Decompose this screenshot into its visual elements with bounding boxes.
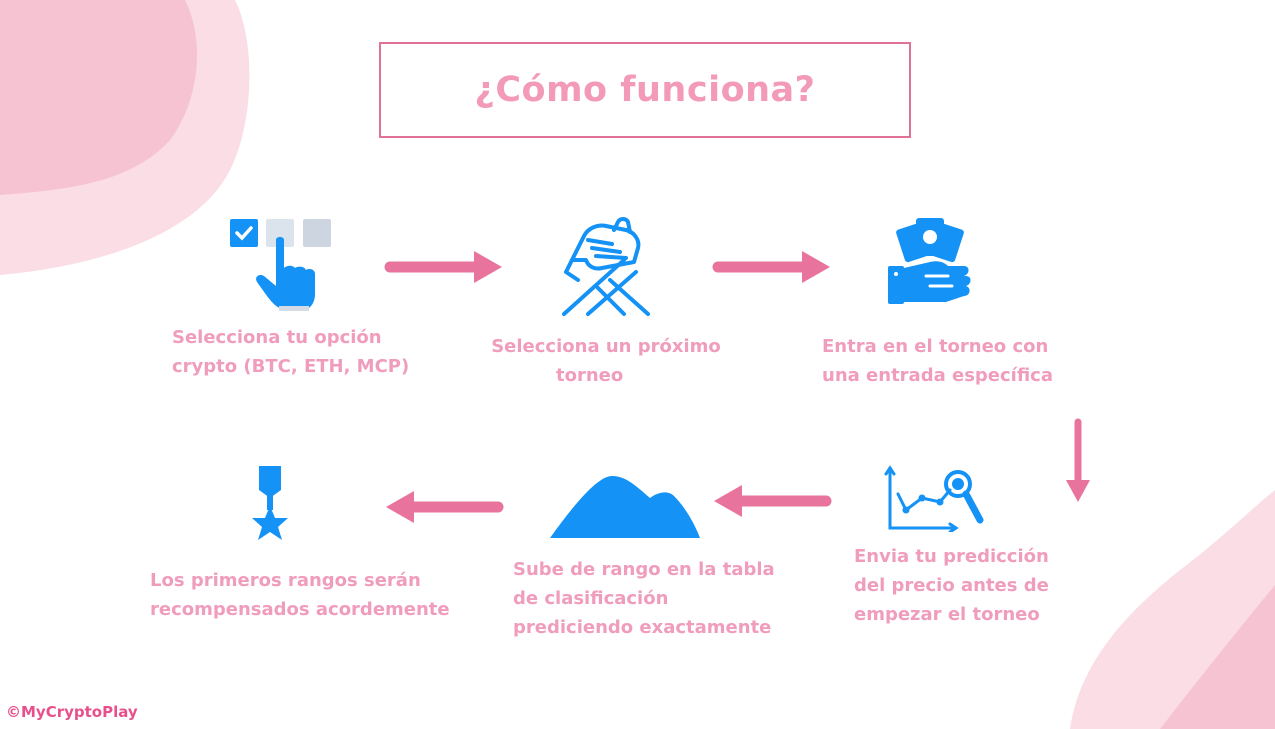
checkbox-select-icon — [230, 219, 331, 311]
step-text-line: Envia tu predicción — [854, 546, 1049, 567]
title-box: ¿Cómo funciona? — [379, 42, 911, 138]
step-text-line: Selecciona tu opción — [172, 327, 382, 348]
step-text-line: Sube de rango en la tabla — [513, 559, 775, 580]
step-text-line: una entrada específica — [822, 365, 1054, 386]
arrow-left-icon — [386, 491, 504, 523]
top-left-blob — [0, 0, 250, 275]
step-text-line: Selecciona un próximo — [491, 336, 721, 357]
mountain-icon — [550, 476, 700, 538]
medal-icon — [252, 466, 288, 540]
chart-search-icon — [884, 465, 984, 532]
arrow-left-icon — [714, 485, 832, 517]
arrow-right-icon — [384, 251, 502, 283]
step-1-text: Selecciona tu opción crypto (BTC, ETH, M… — [172, 323, 409, 381]
arrow-down-icon — [1066, 418, 1090, 502]
step-3-text: Entra en el torneo con una entrada espec… — [822, 332, 1053, 390]
step-6-text: Los primeros rangos serán recompensados … — [150, 566, 450, 624]
step-text-line: de clasificación — [513, 588, 669, 609]
step-text-line: del precio antes de — [854, 575, 1049, 596]
page-title: ¿Cómo funciona? — [474, 70, 816, 110]
step-text-line: recompensados acordemente — [150, 599, 450, 620]
step-text-line: Entra en el torneo con — [822, 336, 1049, 357]
step-5-text: Sube de rango en la tabla de clasificaci… — [513, 555, 775, 642]
step-text-line: torneo — [556, 365, 624, 386]
brand-watermark: ©MyCryptoPlay — [6, 703, 138, 721]
step-4-text: Envia tu predicción del precio antes de … — [854, 542, 1049, 629]
step-text-line: prediciendo exactamente — [513, 617, 772, 638]
step-text-line: crypto (BTC, ETH, MCP) — [172, 356, 410, 377]
step-text-line: empezar el torneo — [854, 604, 1040, 625]
step-2-text: Selecciona un próximo torneo — [490, 332, 722, 390]
hand-money-icon — [888, 218, 971, 304]
bottom-right-blob — [1070, 490, 1275, 729]
handshake-icon — [562, 217, 650, 316]
step-text-line: Los primeros rangos serán — [150, 570, 421, 591]
arrow-right-icon — [712, 251, 830, 283]
